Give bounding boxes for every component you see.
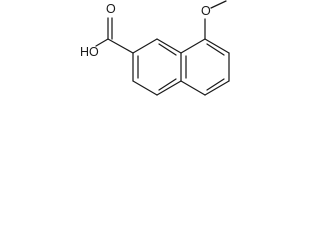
bond-c5-c6 xyxy=(204,80,230,96)
bond-carboxyl-hydroxyl xyxy=(95,38,109,47)
bond-c1-c2 xyxy=(132,38,158,54)
double-bond-inner-c8-c7 xyxy=(206,43,225,56)
bond-c3-c4 xyxy=(132,80,158,96)
ether-oxygen-label: O xyxy=(201,4,211,18)
naphthalene-carboxylic-acid-structure: O O HO xyxy=(80,0,230,96)
bond-c4-c4a xyxy=(156,80,182,96)
hydroxyl-label: HO xyxy=(80,45,99,59)
bond-c8-c8a xyxy=(180,38,206,54)
bond-c7-c8 xyxy=(204,38,230,54)
bond-c8a-c1 xyxy=(156,38,182,54)
double-bond-inner-c1-c8a xyxy=(158,43,177,56)
structure-canvas: O O HO xyxy=(0,0,230,148)
carbonyl-oxygen-label: O xyxy=(106,2,116,16)
bond-c2-carboxyl-carbon xyxy=(107,38,134,54)
bond-ether-oxygen-methyl xyxy=(210,0,227,9)
double-bond-inner-c5-c6 xyxy=(206,78,225,91)
double-bond-inner-c4-c4a xyxy=(158,78,177,91)
bond-c4a-c5 xyxy=(180,80,206,96)
